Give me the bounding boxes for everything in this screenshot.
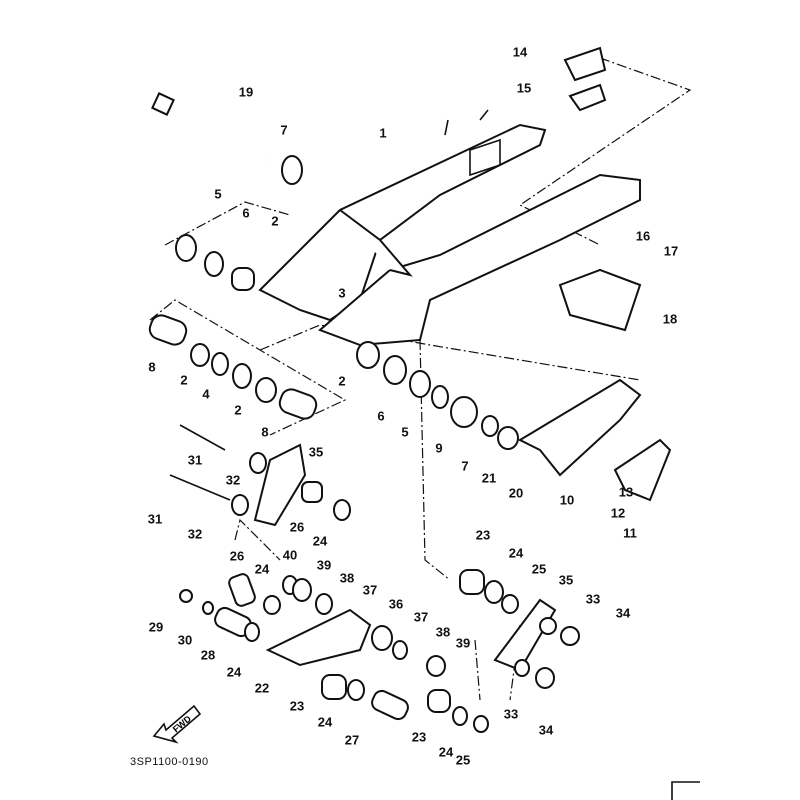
callout-label: 39 <box>316 557 332 573</box>
part-code: 3SP1100-0190 <box>130 756 209 768</box>
callout-label: 39 <box>455 635 471 651</box>
callout-label: 24 <box>438 744 454 760</box>
corner-mark <box>671 781 700 800</box>
callout-label: 33 <box>585 591 601 607</box>
callout-label: 2 <box>180 372 188 388</box>
callout-label: 36 <box>388 596 404 612</box>
callout-label: 7 <box>461 458 469 474</box>
callout-label: 22 <box>254 680 270 696</box>
callout-label: 6 <box>242 205 250 221</box>
callout-label: 7 <box>280 122 288 138</box>
callout-label: 34 <box>615 605 631 621</box>
callout-label: 40 <box>282 547 298 563</box>
callout-label: 25 <box>531 561 547 577</box>
callout-label: 24 <box>226 664 242 680</box>
callout-label: 1 <box>379 125 387 141</box>
callout-label: 6 <box>377 408 385 424</box>
callout-label: 24 <box>317 714 333 730</box>
callout-label: 24 <box>508 545 524 561</box>
callout-label: 24 <box>254 561 270 577</box>
callout-label: 20 <box>508 485 524 501</box>
callout-label: 8 <box>148 359 156 375</box>
callout-label: 24 <box>312 533 328 549</box>
callout-label: 35 <box>558 572 574 588</box>
callout-label: 28 <box>200 647 216 663</box>
callout-label: 35 <box>308 444 324 460</box>
callout-label: 5 <box>401 424 409 440</box>
callout-label: 17 <box>663 243 679 259</box>
pivot-axle <box>151 92 271 162</box>
callout-label: 37 <box>362 582 378 598</box>
callout-label: 23 <box>475 527 491 543</box>
callout-label: 25 <box>455 752 471 768</box>
callout-label: 5 <box>214 186 222 202</box>
small-parts <box>148 46 672 733</box>
callout-label: 19 <box>238 84 254 100</box>
callout-label: 10 <box>559 492 575 508</box>
callout-label: 16 <box>635 228 651 244</box>
callout-label: 21 <box>481 470 497 486</box>
callout-label: 4 <box>202 386 210 402</box>
callout-label: 12 <box>610 505 626 521</box>
callout-label: 31 <box>187 452 203 468</box>
callout-label: 37 <box>413 609 429 625</box>
forward-arrow-icon: FWD <box>150 700 204 749</box>
callout-label: 33 <box>503 706 519 722</box>
callout-label: 38 <box>435 624 451 640</box>
callout-label: 18 <box>662 311 678 327</box>
callout-label: 11 <box>623 525 637 541</box>
callout-label: 13 <box>618 484 634 500</box>
callout-label: 29 <box>148 619 164 635</box>
callout-label: 2 <box>234 402 242 418</box>
callout-label: 26 <box>229 548 245 564</box>
callout-label: 3 <box>338 285 346 301</box>
callout-label: 32 <box>187 526 203 542</box>
callout-label: 9 <box>435 440 443 456</box>
callout-label: 30 <box>177 632 193 648</box>
callout-label: 2 <box>271 213 279 229</box>
callout-label: 15 <box>516 80 532 96</box>
callout-label: 2 <box>338 373 346 389</box>
callout-label: 38 <box>339 570 355 586</box>
callout-label: 14 <box>512 44 528 60</box>
callout-label: 34 <box>538 722 554 738</box>
callout-label: 32 <box>225 472 241 488</box>
callout-label: 23 <box>289 698 305 714</box>
callout-label: 26 <box>289 519 305 535</box>
callout-label: 8 <box>261 424 269 440</box>
callout-label: 23 <box>411 729 427 745</box>
callout-label: 27 <box>344 732 360 748</box>
callout-label: 31 <box>147 511 163 527</box>
swingarm <box>258 109 641 347</box>
